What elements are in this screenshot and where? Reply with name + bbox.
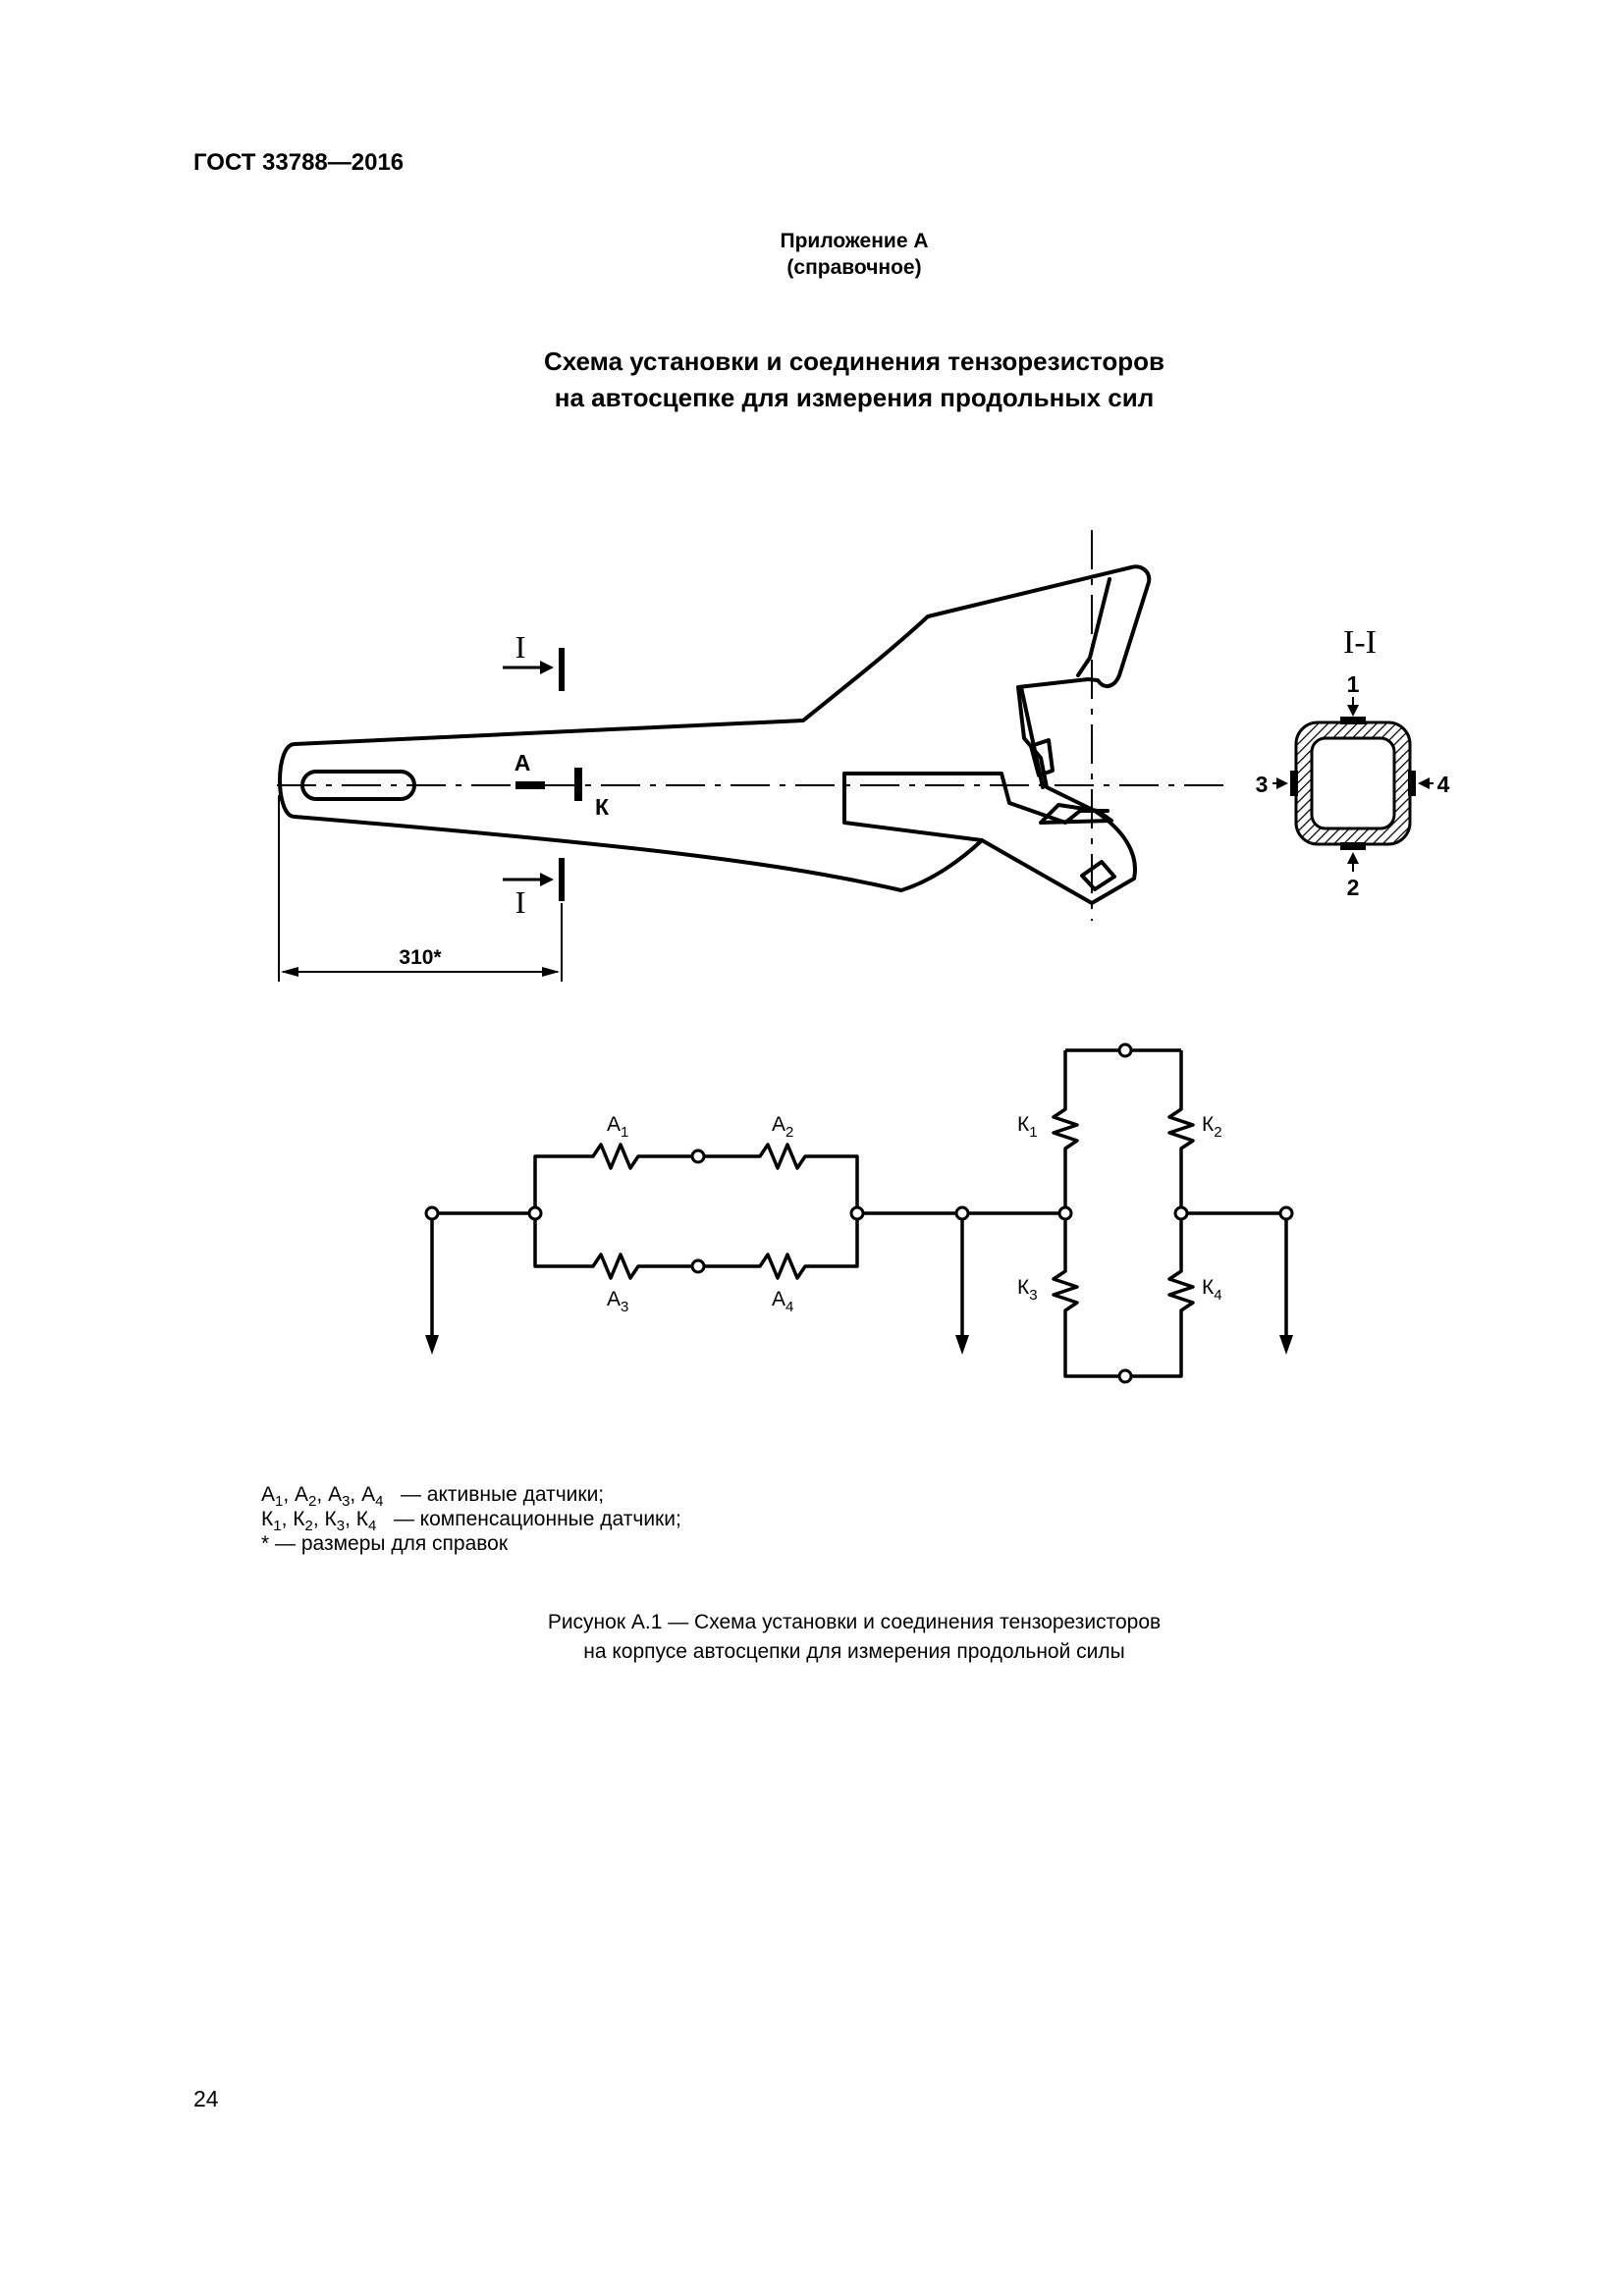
appendix-status: (справочное) [786,256,922,279]
section-point-3: 3 [1256,772,1269,797]
resistor-a1-label: А1 [607,1113,628,1141]
bridge-circuit [430,1048,1288,1378]
legend-compensation: К1, К2, К3, К4 — компенсационные датчики… [261,1508,681,1534]
sensor-a-label: А [514,750,531,775]
dimension-label: 310* [399,946,442,969]
section-mark-top: I [503,629,565,691]
sensor-a-mark: А [514,750,545,789]
figure-caption-line-2: на корпусе автосцепки для измерения прод… [583,1640,1125,1663]
legend-active: А1, А2, А3, А4 — активные датчики; [261,1483,605,1510]
section-point-4: 4 [1437,772,1450,797]
section-mark-bottom: I [503,858,565,920]
resistor-a4-label: А4 [772,1288,793,1315]
appendix-label: Приложение А [780,230,929,252]
coupler-body [278,564,1152,905]
resistor-k1-label: К1 [1017,1113,1038,1141]
circuit-arrows [425,1335,1293,1355]
circuit-terminals [424,1042,1294,1384]
dimension-310: 310* [278,795,563,982]
figure-caption: Рисунок А.1 — Схема установки и соединен… [0,1608,1624,1667]
standard-code: ГОСТ 33788—2016 [193,149,405,176]
document-title-line-2: на автосцепке для измерения продольных с… [554,383,1155,412]
sensor-k-label: К [595,794,610,820]
document-title-line-1: Схема установки и соединения тензорезист… [543,347,1165,376]
section-point-1: 1 [1347,671,1360,697]
section-title: I-I [1343,624,1377,661]
legend: А1, А2, А3, А4 — активные датчики; К1, К… [261,1482,681,1556]
figure-caption-line-1: Рисунок А.1 — Схема установки и соединен… [547,1611,1162,1633]
resistor-a3-label: А3 [607,1288,628,1315]
page-number: 24 [193,2086,219,2111]
section-mark-bottom-label: I [515,884,526,920]
sensor-k-mark: К [574,768,610,820]
resistor-k3-label: К3 [1017,1276,1038,1304]
resistor-k2-label: К2 [1202,1113,1222,1141]
section-point-2: 2 [1347,875,1360,900]
section-mark-top-label: I [515,629,526,665]
resistor-a2-label: А2 [772,1113,793,1141]
resistor-k4-label: К4 [1202,1276,1222,1304]
legend-reference-note: * — размеры для справок [261,1532,509,1555]
cross-section-view: I-I 1 2 3 4 [1256,624,1450,900]
